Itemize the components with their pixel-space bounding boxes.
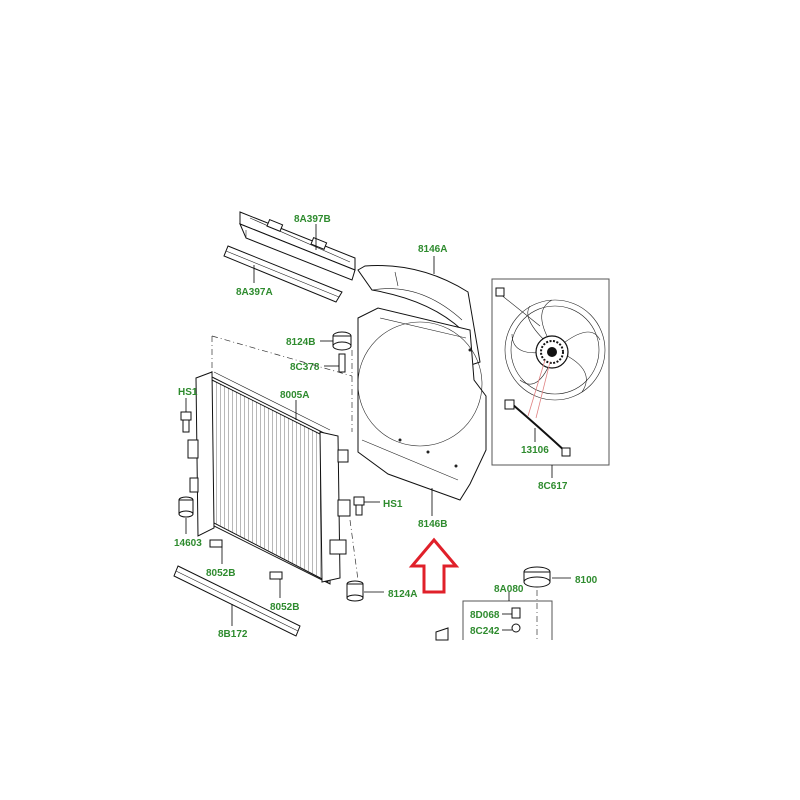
pin-part — [338, 353, 346, 373]
label-8B172: 8B172 — [218, 629, 248, 640]
label-8C617: 8C617 — [538, 481, 568, 492]
label-8A080: 8A080 — [494, 584, 524, 595]
label-8146A: 8146A — [418, 244, 447, 255]
radiator-part — [187, 371, 351, 585]
lower-strip-part — [173, 565, 301, 637]
clip-8052B-a — [209, 539, 223, 564]
fan-shroud-upper-part — [357, 265, 481, 367]
label-8C242: 8C242 — [470, 626, 500, 637]
label-8A397A: 8A397A — [236, 287, 273, 298]
mount-14603-part — [178, 496, 194, 518]
label-14603: 14603 — [174, 538, 202, 549]
label-8124A: 8124A — [388, 589, 417, 600]
hs1-right-fastener — [353, 496, 365, 516]
label-8052B-b: 8052B — [270, 602, 299, 613]
upper-cover-part — [239, 211, 356, 281]
label-8052B-a: 8052B — [206, 568, 235, 579]
label-8005A: 8005A — [280, 390, 309, 401]
label-8A397B: 8A397B — [294, 214, 331, 225]
bleed-valve-box — [462, 600, 553, 640]
label-HS1-right: HS1 — [383, 499, 403, 510]
label-8100: 8100 — [575, 575, 598, 586]
hs1-left-fastener — [180, 411, 192, 433]
fan-shroud-main-part — [357, 307, 487, 501]
cap-8100-part — [523, 566, 551, 588]
label-8D068: 8D068 — [470, 610, 500, 621]
label-8146B: 8146B — [418, 519, 447, 530]
fan-assembly-box — [491, 278, 610, 466]
bushing-lower-part — [346, 580, 364, 602]
bushing-upper-part — [332, 331, 352, 351]
label-13106: 13106 — [521, 445, 549, 456]
red-up-arrow — [408, 537, 460, 594]
label-8C378: 8C378 — [290, 362, 320, 373]
seal-strip-part — [223, 245, 343, 303]
clip-8052B-b — [269, 571, 283, 598]
label-8124B: 8124B — [286, 337, 315, 348]
label-HS1-left: HS1 — [178, 387, 198, 398]
